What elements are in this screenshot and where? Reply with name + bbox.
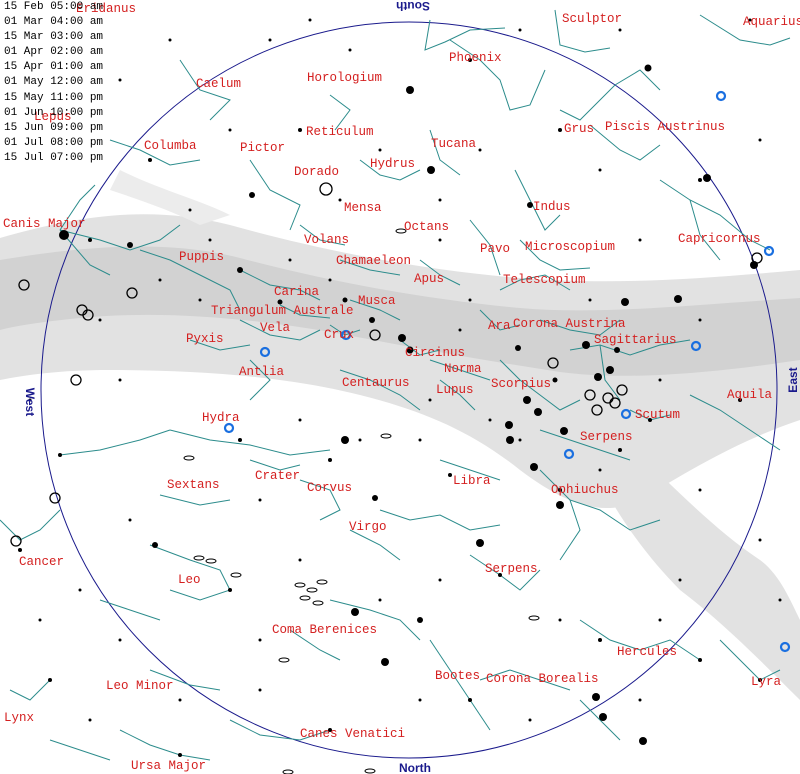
galaxies bbox=[183, 228, 540, 774]
label-hydrus: Hydrus bbox=[370, 157, 415, 171]
constellation-labels: Eridanus Sculptor Aquarius Caelum Horolo… bbox=[3, 2, 800, 773]
label-crater: Crater bbox=[255, 469, 300, 483]
direction-north: North bbox=[399, 761, 431, 774]
time-entry: 01 Apr 02:00 am bbox=[4, 46, 104, 59]
label-leo-minor: Leo Minor bbox=[106, 679, 174, 693]
constellation-lines bbox=[0, 9, 791, 761]
label-lynx: Lynx bbox=[4, 711, 34, 725]
label-sculptor: Sculptor bbox=[562, 12, 622, 26]
time-entry: 15 Jul 07:00 pm bbox=[4, 151, 104, 164]
observation-times-list: 15 Feb 05:00 am 01 Mar 04:00 am 15 Mar 0… bbox=[4, 0, 103, 166]
label-capricornus: Capricornus bbox=[678, 232, 761, 246]
label-volans: Volans bbox=[304, 233, 349, 247]
label-hercules: Hercules bbox=[617, 645, 677, 659]
label-sagittarius: Sagittarius bbox=[594, 333, 677, 347]
label-ursa-major: Ursa Major bbox=[131, 759, 206, 773]
label-corvus: Corvus bbox=[307, 481, 352, 495]
label-pyxis: Pyxis bbox=[186, 332, 224, 346]
label-canis-major: Canis Major bbox=[3, 217, 86, 231]
label-columba: Columba bbox=[144, 139, 197, 153]
label-norma: Norma bbox=[444, 362, 482, 376]
label-hydra: Hydra bbox=[202, 411, 240, 425]
label-pavo: Pavo bbox=[480, 242, 510, 256]
time-entry: 01 Jun 10:00 pm bbox=[4, 106, 104, 119]
label-apus: Apus bbox=[414, 272, 444, 286]
label-leo: Leo bbox=[178, 573, 201, 587]
time-entry: 15 Feb 05:00 am bbox=[4, 1, 104, 13]
label-carina: Carina bbox=[274, 285, 320, 299]
label-virgo: Virgo bbox=[349, 520, 387, 534]
label-tucana: Tucana bbox=[431, 137, 477, 151]
time-entry: 01 May 12:00 am bbox=[4, 76, 104, 89]
label-ophiuchus: Ophiuchus bbox=[551, 483, 619, 497]
planet-markers bbox=[223, 90, 791, 653]
label-libra: Libra bbox=[453, 474, 491, 488]
stars bbox=[18, 18, 782, 757]
label-lepus: Lepus bbox=[34, 110, 72, 124]
label-chamaeleon: Chamaeleon bbox=[336, 254, 411, 268]
label-aquarius: Aquarius bbox=[743, 15, 800, 29]
label-mensa: Mensa bbox=[344, 201, 382, 215]
horizon-circle bbox=[40, 21, 778, 759]
label-centaurus: Centaurus bbox=[342, 376, 410, 390]
label-sextans: Sextans bbox=[167, 478, 220, 492]
label-lyra: Lyra bbox=[751, 675, 782, 689]
time-entry: 15 Mar 03:00 am bbox=[4, 31, 104, 44]
time-entry: 01 Mar 04:00 am bbox=[4, 16, 104, 29]
time-entry: 01 Jul 08:00 pm bbox=[4, 136, 104, 149]
label-phoenix: Phoenix bbox=[449, 51, 502, 65]
label-corona-austrina: Corona Austrina bbox=[513, 317, 626, 331]
label-circinus: Circinus bbox=[405, 346, 465, 360]
label-scutum: Scutum bbox=[635, 408, 680, 422]
label-aquila: Aquila bbox=[727, 388, 773, 402]
label-coma-berenices: Coma Berenices bbox=[272, 623, 377, 637]
label-grus: Grus bbox=[564, 122, 594, 136]
direction-west: West bbox=[23, 388, 37, 416]
label-lupus: Lupus bbox=[436, 383, 474, 397]
label-antlia: Antlia bbox=[239, 365, 285, 379]
label-bootes: Bootes bbox=[435, 669, 480, 683]
time-entry: 15 Jun 09:00 pm bbox=[4, 121, 104, 134]
label-eridanus: Eridanus bbox=[76, 2, 136, 16]
milky-way-core bbox=[0, 246, 800, 376]
label-serpens-caput: Serpens bbox=[485, 562, 538, 576]
label-corona-borealis: Corona Borealis bbox=[486, 672, 599, 686]
label-caelum: Caelum bbox=[196, 77, 241, 91]
label-horologium: Horologium bbox=[307, 71, 382, 85]
label-scorpius: Scorpius bbox=[491, 377, 551, 391]
label-indus: Indus bbox=[533, 200, 571, 214]
direction-east: East bbox=[786, 367, 800, 392]
globular-clusters bbox=[341, 166, 758, 745]
label-reticulum: Reticulum bbox=[306, 125, 374, 139]
label-telescopium: Telescopium bbox=[503, 273, 586, 287]
direction-south: South bbox=[396, 0, 430, 13]
label-puppis: Puppis bbox=[179, 250, 224, 264]
open-clusters bbox=[10, 182, 763, 547]
label-vela: Vela bbox=[260, 321, 291, 335]
label-crux: Crux bbox=[324, 328, 354, 342]
label-octans: Octans bbox=[404, 220, 449, 234]
time-entry: 15 Apr 01:00 am bbox=[4, 61, 104, 74]
time-entry: 15 May 11:00 pm bbox=[4, 91, 104, 104]
label-musca: Musca bbox=[358, 294, 396, 308]
label-triangulum-australe: Triangulum Australe bbox=[211, 304, 354, 318]
label-serpens-cauda: Serpens bbox=[580, 430, 633, 444]
label-canes-venatici: Canes Venatici bbox=[300, 727, 405, 741]
label-pictor: Pictor bbox=[240, 141, 285, 155]
label-piscis-austrinus: Piscis Austrinus bbox=[605, 120, 725, 134]
label-microscopium: Microscopium bbox=[525, 240, 615, 254]
label-cancer: Cancer bbox=[19, 555, 64, 569]
label-ara: Ara bbox=[488, 319, 511, 333]
label-dorado: Dorado bbox=[294, 165, 339, 179]
